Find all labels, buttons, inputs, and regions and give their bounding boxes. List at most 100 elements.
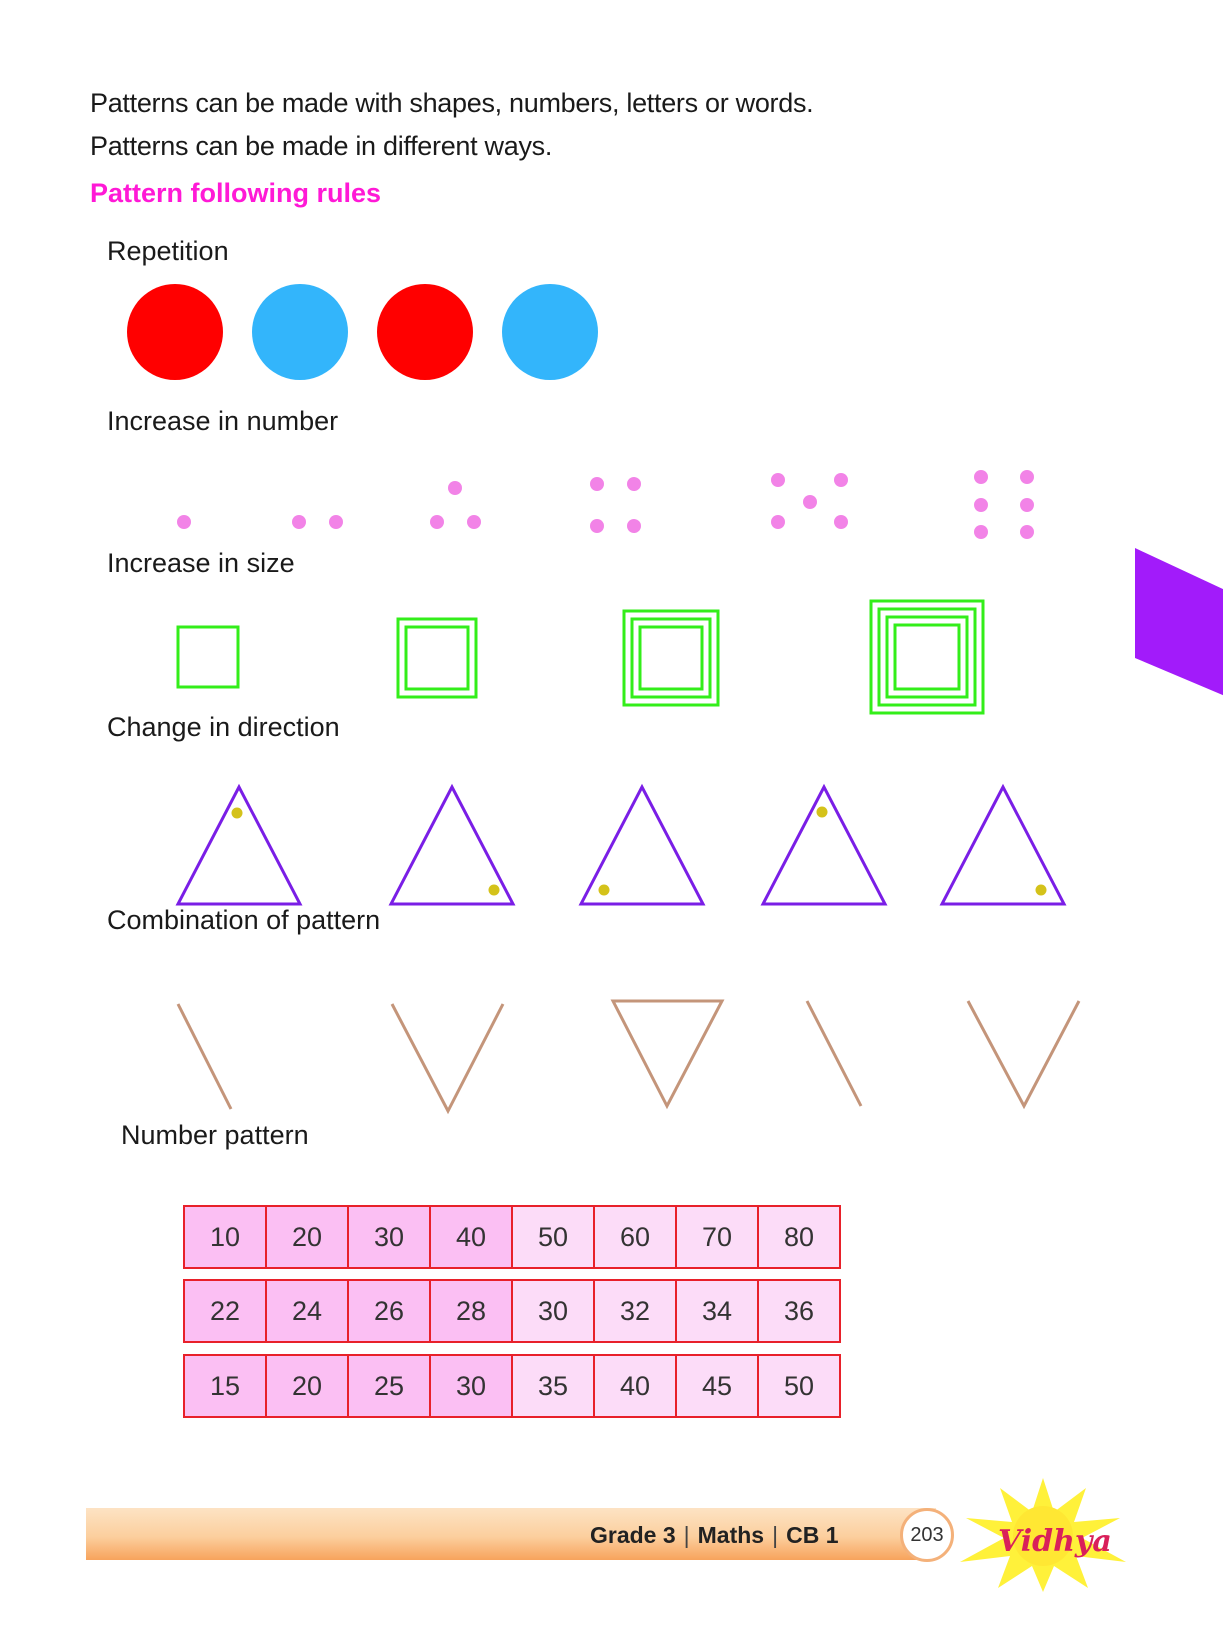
number-cell: 30 [429, 1354, 513, 1418]
change-direction-label: Change in direction [107, 712, 340, 742]
number-cell: 25 [347, 1354, 431, 1418]
footer-separator: | [683, 1522, 690, 1548]
dot [627, 519, 641, 533]
pattern-rules-heading: Pattern following rules [90, 178, 382, 208]
number-cell: 10 [183, 1205, 267, 1269]
number-cell: 30 [511, 1279, 595, 1343]
footer-separator: | [772, 1522, 779, 1548]
number-cell: 20 [265, 1354, 349, 1418]
marker-dot [231, 807, 243, 819]
dot [803, 495, 817, 509]
square-shape [404, 625, 470, 691]
logo-text: Vidhya [998, 1524, 1112, 1559]
triangle-shape [760, 783, 888, 906]
change-direction-row [175, 783, 1067, 906]
number-cell: 34 [675, 1279, 759, 1343]
triangle-shape [578, 783, 706, 906]
increase-size-label: Increase in size [107, 548, 295, 578]
square-shape [638, 625, 704, 691]
dot [292, 515, 306, 529]
circle-shape [502, 284, 598, 380]
number-cell: 50 [511, 1205, 595, 1269]
footer-bar [86, 1508, 936, 1560]
inverted-triangle-shape [610, 999, 725, 1110]
chapter-tab [1135, 548, 1223, 696]
repetition-row [127, 284, 598, 380]
square-shape [622, 609, 720, 707]
dot [448, 481, 462, 495]
marker-dot [598, 884, 610, 896]
marker-dot [816, 806, 828, 818]
triangle-shape [939, 783, 1067, 906]
number-cell: 28 [429, 1279, 513, 1343]
triangle-shape [388, 783, 516, 906]
dot [1020, 525, 1034, 539]
number-cell: 30 [347, 1205, 431, 1269]
increase-number-row [177, 470, 1034, 539]
number-cell: 35 [511, 1354, 595, 1418]
page-number: 203 [900, 1508, 954, 1562]
square-shape [176, 625, 240, 689]
dot [974, 525, 988, 539]
dot [627, 477, 641, 491]
circle-shape [377, 284, 473, 380]
increase-number-label: Increase in number [107, 406, 339, 436]
dot [834, 473, 848, 487]
footer-book: CB 1 [786, 1522, 839, 1548]
number-cell: 50 [757, 1354, 841, 1418]
square-shape [630, 617, 712, 699]
dot [974, 470, 988, 484]
v-shape [390, 1003, 505, 1115]
dot [177, 515, 191, 529]
footer-grade: Grade 3 [590, 1522, 676, 1548]
dot [1020, 470, 1034, 484]
combination-label: Combination of pattern [107, 905, 381, 935]
dot [974, 498, 988, 512]
circle-shape [127, 284, 223, 380]
number-cell: 40 [429, 1205, 513, 1269]
number-cell: 15 [183, 1354, 267, 1418]
dot [467, 515, 481, 529]
number-cell: 24 [265, 1279, 349, 1343]
number-cell: 60 [593, 1205, 677, 1269]
line-shape [805, 1000, 863, 1107]
square-shape [893, 623, 961, 691]
number-cell: 26 [347, 1279, 431, 1343]
square-shape [877, 607, 977, 707]
dot [1020, 498, 1034, 512]
number-pattern-label: Number pattern [121, 1120, 309, 1150]
intro-line-1: Patterns can be made with shapes, number… [90, 88, 814, 118]
number-cell: 20 [265, 1205, 349, 1269]
line-shape [176, 1003, 233, 1110]
footer-text: Grade 3 | Maths | CB 1 [590, 1522, 838, 1549]
number-cell: 32 [593, 1279, 677, 1343]
square-shape [396, 617, 478, 699]
marker-dot [488, 884, 500, 896]
number-cell: 70 [675, 1205, 759, 1269]
number-cell: 40 [593, 1354, 677, 1418]
intro-line-2: Patterns can be made in different ways. [90, 131, 553, 161]
footer-subject: Maths [697, 1522, 765, 1548]
circle-shape [252, 284, 348, 380]
repetition-label: Repetition [107, 236, 229, 266]
dot [834, 515, 848, 529]
dot [590, 519, 604, 533]
square-shape [885, 615, 969, 699]
number-cell: 80 [757, 1205, 841, 1269]
dot [430, 515, 444, 529]
marker-dot [1035, 884, 1047, 896]
dot [590, 477, 604, 491]
triangle-shape [175, 783, 303, 906]
number-cell: 22 [183, 1279, 267, 1343]
dot [771, 473, 785, 487]
v-shape [966, 1000, 1081, 1110]
square-shape [869, 599, 985, 715]
number-cell: 45 [675, 1354, 759, 1418]
dot [329, 515, 343, 529]
sun-logo-icon [960, 1478, 1126, 1592]
number-cell: 36 [757, 1279, 841, 1343]
dot [771, 515, 785, 529]
